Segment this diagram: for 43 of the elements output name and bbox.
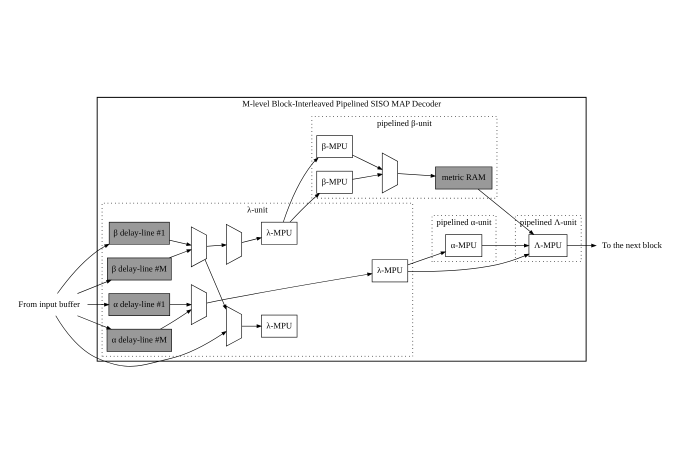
node-box: β delay-line #M: [107, 258, 172, 280]
arrow: [408, 251, 446, 266]
arrow: [87, 302, 110, 307]
node-box: metric RAM: [435, 166, 492, 190]
arrow: [290, 192, 320, 222]
arrow: [170, 302, 192, 307]
node-box: λ-MPU: [261, 222, 298, 245]
node-text: To the next block: [602, 240, 662, 250]
arrow: [352, 173, 384, 180]
arrow: [397, 173, 436, 178]
node-trapezoid: [382, 152, 398, 194]
node-box: β-MPU: [316, 135, 353, 158]
node-box: λ-MPU: [261, 314, 298, 338]
arrow: [206, 272, 373, 304]
arrow: [57, 244, 110, 294]
arrow: [77, 315, 112, 330]
node-trapezoid: [190, 284, 207, 326]
arrow: [482, 244, 530, 248]
arrow: [242, 324, 262, 328]
arrow: [206, 243, 228, 248]
node-box: α-MPU: [445, 234, 482, 257]
node-trapezoid: [226, 224, 242, 265]
arrow: [160, 309, 192, 330]
node-box: λ-MPU: [372, 259, 408, 282]
arrow: [169, 249, 192, 258]
arrow: [566, 244, 597, 248]
arrow: [55, 315, 228, 367]
node-box: β-MPU: [316, 170, 353, 194]
node-box: Λ-MPU: [528, 234, 568, 257]
arrow: [169, 240, 192, 246]
node-box: β delay-line #1: [108, 222, 170, 245]
node-trapezoid: [226, 306, 242, 347]
node-box: α delay-line #1: [108, 293, 170, 316]
node-box: α delay-line #M: [106, 328, 172, 352]
arrow: [408, 254, 530, 272]
node-text: From input buffer: [18, 298, 80, 309]
arrow: [282, 157, 319, 222]
arrow: [352, 154, 383, 170]
node-trapezoid: [190, 226, 207, 268]
arrow: [478, 188, 534, 235]
arrow: [77, 280, 112, 294]
arrow: [242, 236, 262, 243]
arrow: [204, 259, 227, 310]
